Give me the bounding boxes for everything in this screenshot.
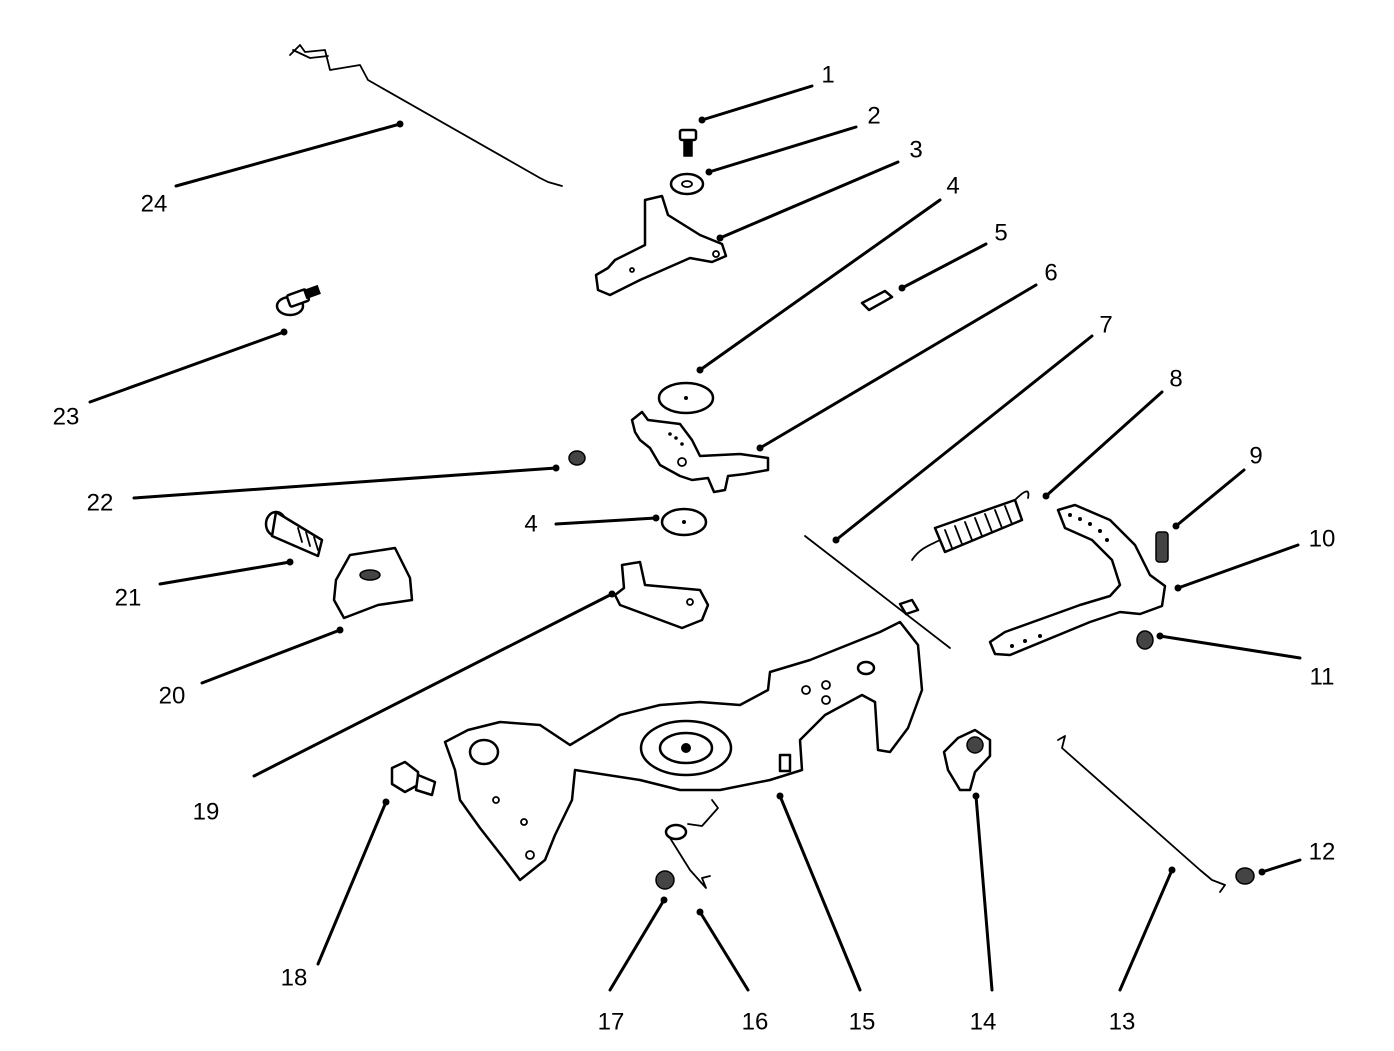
callout-4-upper: 4: [696, 173, 960, 374]
part-15-control-bracket: [443, 620, 924, 882]
callout-label-11: 11: [1310, 664, 1335, 691]
callout-5: 5: [898, 220, 1008, 292]
callout-label-16: 16: [742, 1009, 769, 1036]
callout-10: 10: [1174, 526, 1336, 592]
part-4-lower-washer: [660, 507, 708, 537]
part-4-upper-washer: [657, 381, 715, 415]
part-7-wire-link: [804, 535, 951, 649]
callout-label-21: 21: [115, 585, 142, 612]
part-10-throttle-lever: [988, 503, 1167, 657]
callout-12: 12: [1258, 839, 1336, 876]
callout-3: 3: [716, 137, 923, 242]
part-22-nut: [568, 450, 586, 466]
callout-label-17: 17: [598, 1009, 625, 1036]
part-18-bolt: [390, 760, 437, 797]
part-14-clamp: [942, 728, 992, 792]
callout-2: 2: [705, 103, 881, 176]
part-11-nut: [1136, 630, 1154, 650]
callout-4-lower: 4: [524, 511, 660, 538]
part-1-screw: [678, 128, 698, 157]
part-12-nut: [1235, 867, 1255, 885]
part-16-spring: [664, 799, 719, 889]
callout-6: 6: [756, 260, 1058, 452]
part-2-washer: [669, 172, 705, 196]
part-19-choke-plate: [613, 560, 710, 630]
callout-layer: 1 2 3 4 5 6 7: [53, 62, 1336, 1036]
callout-11: 11: [1156, 632, 1335, 691]
callout-label-13: 13: [1109, 1009, 1136, 1036]
callout-label-5: 5: [994, 220, 1007, 247]
callout-label-15: 15: [849, 1009, 876, 1036]
callout-9: 9: [1172, 443, 1263, 530]
part-13-rod: [1057, 735, 1226, 893]
callout-label-14: 14: [970, 1009, 997, 1036]
callout-19: 19: [193, 590, 616, 826]
callout-label-19: 19: [193, 799, 220, 826]
callout-label-4-upper: 4: [946, 173, 959, 200]
callout-1: 1: [698, 62, 835, 124]
callout-label-24: 24: [141, 191, 168, 218]
callout-23: 23: [53, 328, 288, 431]
part-17-nut: [655, 870, 675, 890]
callout-label-18: 18: [281, 965, 308, 992]
part-9-screw: [1155, 531, 1169, 563]
callout-7: 7: [832, 312, 1113, 544]
callout-label-1: 1: [821, 62, 834, 89]
callout-label-12: 12: [1309, 839, 1336, 866]
callout-22: 22: [87, 464, 560, 517]
part-23-shoulder-screw: [275, 284, 321, 317]
callout-15: 15: [776, 792, 876, 1036]
callout-8: 8: [1042, 366, 1183, 500]
callout-20: 20: [159, 626, 344, 710]
callout-14: 14: [970, 792, 997, 1036]
part-21-bolt: [264, 510, 324, 558]
callout-label-20: 20: [159, 683, 186, 710]
callout-17: 17: [598, 896, 668, 1036]
part-6-governor-lever: [630, 410, 770, 494]
callout-label-9: 9: [1249, 443, 1262, 470]
callout-label-10: 10: [1309, 526, 1336, 553]
part-3-control-lever: [594, 194, 728, 297]
part-24-link-rod: [289, 44, 563, 187]
callout-label-23: 23: [53, 404, 80, 431]
callout-13: 13: [1109, 866, 1176, 1036]
callout-label-7: 7: [1099, 312, 1112, 339]
callout-21: 21: [115, 558, 294, 612]
callout-label-22: 22: [87, 490, 114, 517]
callout-16: 16: [696, 908, 769, 1036]
callout-label-6: 6: [1044, 260, 1057, 287]
part-20-cable-clamp: [332, 546, 414, 620]
callout-label-4-lower: 4: [524, 511, 537, 538]
part-8-spring: [911, 490, 1030, 561]
part-5-screw: [860, 289, 894, 312]
callout-label-3: 3: [909, 137, 922, 164]
callout-label-2: 2: [867, 103, 880, 130]
callout-18: 18: [281, 798, 390, 992]
callout-label-8: 8: [1169, 366, 1182, 393]
callout-24: 24: [141, 120, 404, 218]
